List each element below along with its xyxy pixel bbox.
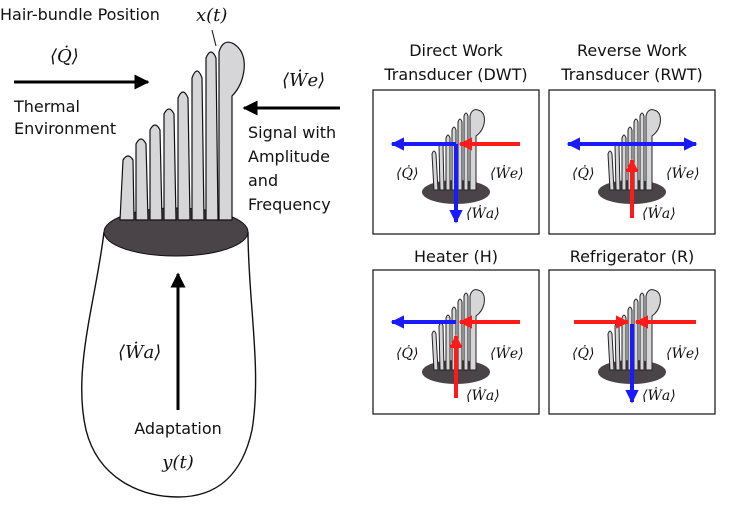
heat-symbol: ⟨Q̇⟩ [50,45,79,67]
we-label: ⟨Ẇe⟩ [490,164,524,182]
q-label: ⟨Q̇⟩ [396,344,418,362]
panel-frame [548,89,716,235]
q-label: ⟨Q̇⟩ [572,164,594,182]
adaptation-label: Adaptation [134,419,222,438]
signal-line-3: and [248,171,278,190]
position-pointer [211,29,217,47]
signal-line-2: Amplitude [248,147,330,166]
stereocilia-bundle [119,41,245,221]
cell-body [81,231,257,498]
wa-label: ⟨Ẇa⟩ [642,204,676,222]
panel-title: Refrigerator (R) [570,247,695,266]
panel-title-line1: Reverse Work [577,41,688,60]
we-label: ⟨Ẇe⟩ [490,344,524,362]
panel-title-line2: Transducer (RWT) [560,65,702,84]
hair-cell-illustration [14,29,340,498]
external-work-symbol: ⟨Ẇe⟩ [282,68,325,91]
q-label: ⟨Q̇⟩ [396,164,418,182]
panel-heater: Heater (H) ⟨Q̇⟩ ⟨Ẇe⟩ ⟨Ẇa⟩ [372,247,540,415]
position-symbol: x(t) [196,5,227,26]
active-work-symbol: ⟨Ẇa⟩ [118,340,161,363]
panel-frame [372,89,540,235]
panel-rwt: Reverse Work Transducer (RWT) ⟨Q̇⟩ ⟨Ẇe⟩ … [548,41,716,235]
panel-frame [372,269,540,415]
we-label: ⟨Ẇe⟩ [666,164,700,182]
hair-bundle-label: Hair-bundle Position [0,5,160,24]
thermal-label-line2: Environment [14,119,116,138]
wa-label: ⟨Ẇa⟩ [642,386,676,404]
signal-line-1: Signal with [248,123,336,142]
q-label: ⟨Q̇⟩ [572,344,594,362]
wa-label: ⟨Ẇa⟩ [466,204,500,222]
signal-line-4: Frequency [248,195,331,214]
we-label: ⟨Ẇe⟩ [666,344,700,362]
panel-title-line2: Transducer (DWT) [383,65,527,84]
wa-label: ⟨Ẇa⟩ [466,386,500,404]
panel-frame [548,269,716,415]
panel-title-line1: Direct Work [409,41,503,60]
thermal-label-line1: Thermal [13,97,80,116]
panel-dwt: Direct Work Transducer (DWT) ⟨Q̇⟩ ⟨Ẇe⟩ ⟨… [372,41,540,235]
panel-refrigerator: Refrigerator (R) ⟨Q̇⟩ ⟨Ẇe⟩ ⟨Ẇa⟩ [548,247,716,415]
adaptation-symbol: y(t) [161,452,193,473]
panel-title: Heater (H) [414,247,498,266]
